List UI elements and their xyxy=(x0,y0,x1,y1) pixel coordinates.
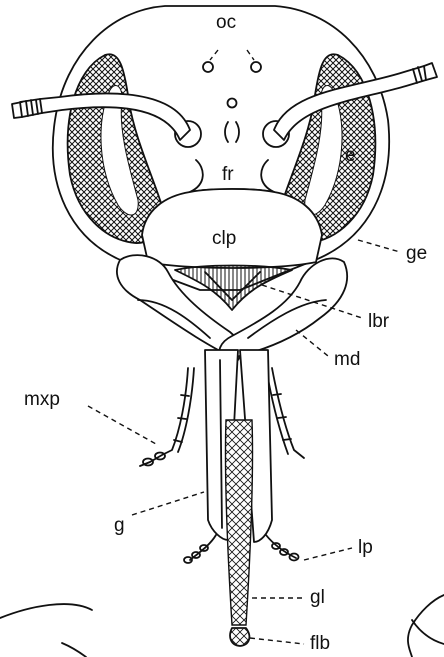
label-lp: lp xyxy=(358,538,373,557)
glossa xyxy=(225,420,252,625)
label-flb: flb xyxy=(310,634,330,653)
left-maxillary-palp xyxy=(140,368,188,466)
label-gl: gl xyxy=(310,588,325,607)
flabellum xyxy=(230,628,249,646)
leader-flb xyxy=(250,638,304,644)
label-e: e xyxy=(345,146,356,165)
leader-g xyxy=(132,492,204,515)
label-clp: clp xyxy=(212,229,236,248)
label-lbr: lbr xyxy=(368,312,389,331)
leader-mxp xyxy=(88,406,156,444)
label-fr: fr xyxy=(222,165,234,184)
label-mxp: mxp xyxy=(24,390,60,409)
label-md: md xyxy=(334,350,360,369)
background-outline-right xyxy=(408,595,444,657)
leader-md xyxy=(296,330,328,356)
label-oc: oc xyxy=(216,13,236,32)
background-outline-left xyxy=(0,604,92,618)
leader-lp xyxy=(304,548,352,560)
left-labial-palp xyxy=(190,535,216,560)
label-ge: ge xyxy=(406,244,427,263)
label-g: g xyxy=(114,516,125,535)
leader-ge xyxy=(358,240,400,252)
right-maxillary-palp xyxy=(272,368,304,458)
